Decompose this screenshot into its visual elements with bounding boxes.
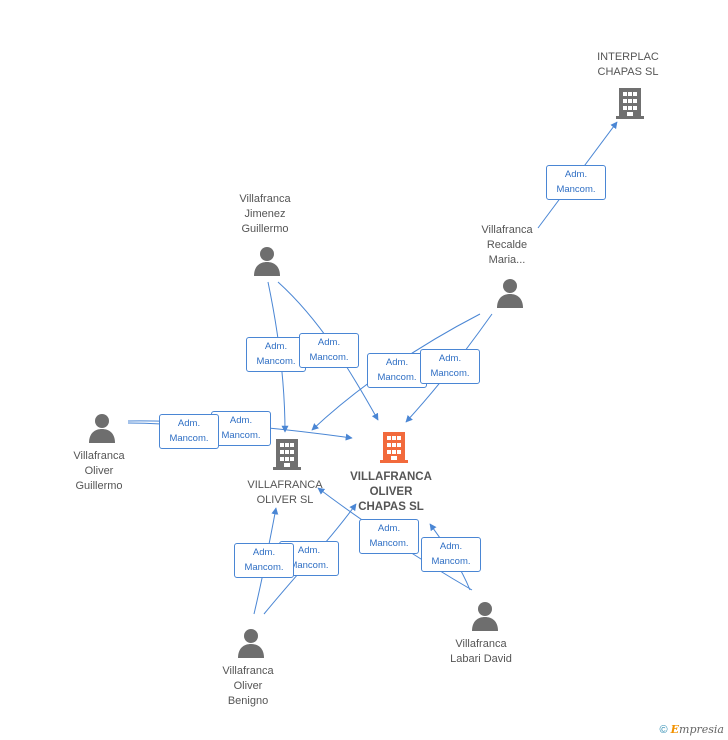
building-main-icon[interactable] bbox=[378, 430, 410, 464]
building-icon[interactable] bbox=[614, 86, 646, 120]
copyright-icon: © bbox=[659, 723, 668, 736]
edge-label-guillermo-oliversl[interactable]: Adm.Mancom. bbox=[159, 414, 219, 449]
node-label-main[interactable]: VILLAFRANCA OLIVER CHAPAS SL bbox=[350, 471, 432, 513]
person-icon[interactable] bbox=[252, 246, 282, 276]
node-label-oliver-sl[interactable]: VILLAFRANCA OLIVER SL bbox=[247, 479, 323, 506]
edge-label-recalde-main[interactable]: Adm.Mancom. bbox=[420, 349, 480, 384]
edge-label-labari-oliversl[interactable]: Adm.Mancom. bbox=[359, 519, 419, 554]
node-label-interplac[interactable]: INTERPLAC CHAPAS SL bbox=[597, 51, 659, 78]
edge-label-guillermo-main[interactable]: Adm.Mancom. bbox=[211, 411, 271, 446]
person-icon[interactable] bbox=[87, 413, 117, 443]
building-icon[interactable] bbox=[271, 437, 303, 471]
node-label-recalde[interactable]: Villafranca Recalde Maria... bbox=[481, 224, 533, 266]
node-label-benigno[interactable]: Villafranca Oliver Benigno bbox=[222, 665, 274, 707]
edge-label-labari-main[interactable]: Adm.Mancom. bbox=[421, 537, 481, 572]
edge-label-recalde-interplac[interactable]: Adm.Mancom. bbox=[546, 165, 606, 200]
edge-label-jimenez-oliversl[interactable]: Adm.Mancom. bbox=[246, 337, 306, 372]
person-icon[interactable] bbox=[495, 278, 525, 308]
edge-label-jimenez-main[interactable]: Adm.Mancom. bbox=[299, 333, 359, 368]
edge-label-benigno-oliversl[interactable]: Adm.Mancom. bbox=[234, 543, 294, 578]
edge-label-recalde-oliversl[interactable]: Adm.Mancom. bbox=[367, 353, 427, 388]
brand-logo: Empresia bbox=[670, 723, 724, 736]
node-label-oliver-guillermo[interactable]: Villafranca Oliver Guillermo bbox=[73, 450, 125, 492]
node-label-labari[interactable]: Villafranca Labari David bbox=[450, 638, 512, 665]
brand-footer: © Empresia bbox=[660, 723, 724, 736]
person-icon[interactable] bbox=[236, 628, 266, 658]
person-icon[interactable] bbox=[470, 601, 500, 631]
node-label-jimenez[interactable]: Villafranca Jimenez Guillermo bbox=[239, 193, 291, 235]
